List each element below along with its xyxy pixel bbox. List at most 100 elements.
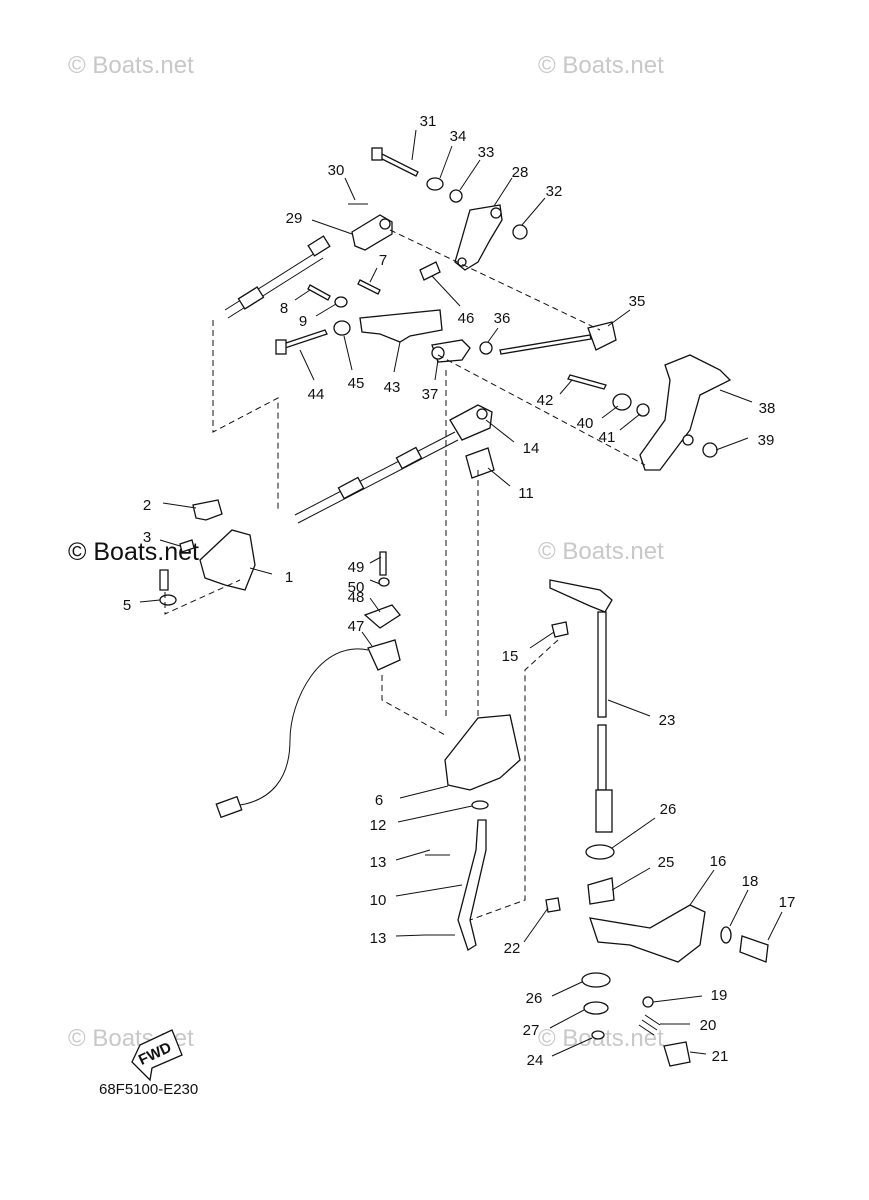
part-label-26: 26 (526, 990, 543, 1007)
part-label-20: 20 (700, 1017, 717, 1034)
callout-leader-34 (439, 145, 453, 179)
part-label-22: 22 (504, 940, 521, 957)
callout-leader-6 (399, 785, 449, 799)
callout-leader-49 (369, 556, 382, 564)
part-label-33: 33 (478, 144, 495, 161)
callout-leader-47 (361, 631, 373, 647)
callout-leader-5 (139, 599, 161, 603)
callout-leader-37 (434, 359, 439, 381)
callout-leader-3 (159, 539, 181, 547)
part-label-29: 29 (286, 210, 303, 227)
part-label-14: 14 (523, 440, 540, 457)
callout-leader-33 (459, 159, 481, 191)
callout-leader-19 (652, 995, 703, 1003)
part-label-39: 39 (758, 432, 775, 449)
part-label-6: 6 (375, 792, 383, 809)
callout-leader-28 (493, 177, 513, 207)
part-label-26: 26 (660, 801, 677, 818)
callout-leader-48 (369, 597, 381, 613)
watermark-3: © Boats.net (68, 538, 199, 566)
callout-leader-1 (249, 567, 273, 575)
callout-leader-24 (551, 1037, 593, 1057)
part-label-19: 19 (711, 987, 728, 1004)
part-label-35: 35 (629, 293, 646, 310)
callout-leader-18 (729, 889, 749, 927)
callout-leader-39 (715, 437, 749, 451)
part-label-32: 32 (546, 183, 563, 200)
part-label-41: 41 (599, 429, 616, 446)
part-label-47: 47 (348, 618, 365, 635)
callout-leader-26 (611, 817, 656, 849)
callout-leader-13 (395, 934, 426, 937)
callout-leader-46 (431, 275, 461, 307)
part-label-18: 18 (742, 873, 759, 890)
part-label-13: 13 (370, 930, 387, 947)
callout-leader-11 (487, 467, 511, 487)
part-label-3: 3 (143, 529, 151, 546)
part-label-13: 13 (370, 854, 387, 871)
callout-leader-17 (767, 911, 783, 941)
part-label-45: 45 (348, 375, 365, 392)
part-label-28: 28 (512, 164, 529, 181)
callout-leader-9 (315, 303, 337, 317)
part-label-24: 24 (527, 1052, 544, 1069)
part-label-8: 8 (280, 300, 288, 317)
callout-leader-16 (689, 869, 715, 906)
part-label-44: 44 (308, 386, 325, 403)
diagram-code: 68F5100-E230 (99, 1081, 199, 1098)
callout-leader-22 (523, 907, 549, 943)
part-label-30: 30 (328, 162, 345, 179)
part-label-21: 21 (712, 1048, 729, 1065)
part-label-36: 36 (494, 310, 511, 327)
part-label-43: 43 (384, 379, 401, 396)
part-label-40: 40 (577, 415, 594, 432)
watermark-2: © Boats.net (538, 52, 664, 79)
callout-leader-15 (529, 631, 555, 649)
callout-leader-21 (689, 1051, 707, 1055)
callout-leader-41 (619, 413, 641, 431)
part-label-1: 1 (285, 569, 293, 586)
callout-leader-44 (299, 349, 315, 381)
callout-leader-2 (162, 502, 197, 509)
callout-leader-25 (611, 867, 651, 891)
part-label-10: 10 (370, 892, 387, 909)
callout-leader-7 (369, 267, 378, 283)
part-drawings (131, 147, 769, 1082)
callout-leader-42 (559, 379, 573, 395)
callout-leader-27 (549, 1009, 585, 1029)
callout-leader-14 (485, 419, 515, 443)
part-label-25: 25 (658, 854, 675, 871)
part-label-16: 16 (710, 853, 727, 870)
part-label-27: 27 (523, 1022, 540, 1039)
part-label-38: 38 (759, 400, 776, 417)
callout-leader-13 (395, 849, 431, 861)
part-label-17: 17 (779, 894, 796, 911)
part-label-46: 46 (458, 310, 475, 327)
part-label-49: 49 (348, 559, 365, 576)
callout-leader-29 (311, 219, 353, 235)
part-label-48: 48 (348, 589, 365, 606)
part-label-11: 11 (518, 485, 534, 502)
part-label-37: 37 (422, 386, 439, 403)
callout-leader-26 (551, 981, 583, 997)
part-label-2: 2 (143, 497, 151, 514)
part-label-23: 23 (659, 712, 676, 729)
watermark-4: © Boats.net (538, 538, 664, 565)
callout-leader-8 (294, 289, 311, 301)
part-label-9: 9 (299, 313, 307, 330)
part-label-42: 42 (537, 392, 554, 409)
part-label-31: 31 (420, 113, 437, 130)
part-label-34: 34 (450, 128, 467, 145)
callout-leader-45 (343, 335, 353, 371)
callout-leader-30 (344, 177, 356, 201)
callout-leader-32 (521, 197, 546, 226)
part-label-50: 50 (348, 579, 365, 596)
callout-leader-23 (607, 699, 651, 717)
part-label-7: 7 (379, 252, 387, 269)
callout-leader-43 (393, 341, 401, 373)
callout-leader-40 (601, 405, 619, 419)
part-label-15: 15 (502, 648, 519, 665)
callout-leader-38 (719, 389, 753, 403)
